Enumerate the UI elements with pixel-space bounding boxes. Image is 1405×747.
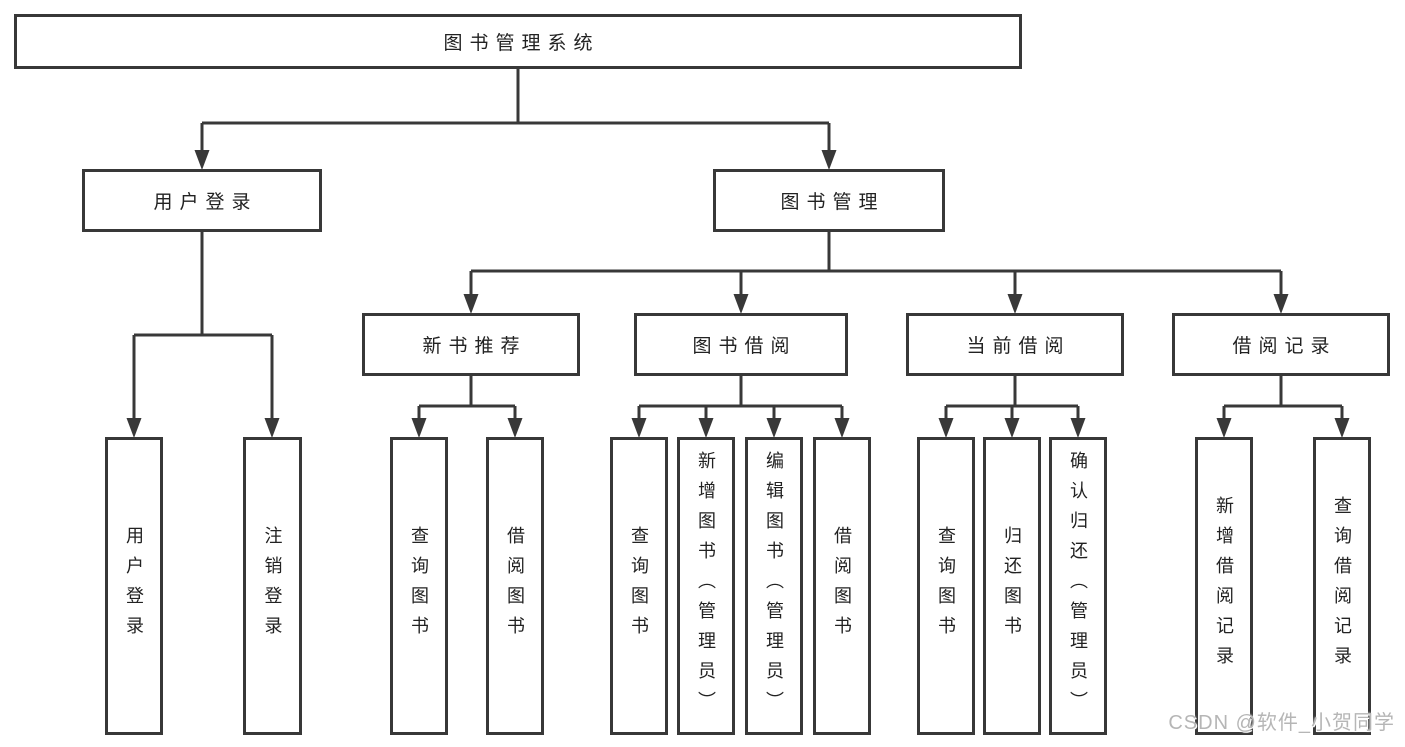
node-book-management: 图书管理: [713, 169, 945, 232]
node-user-login: 用户登录: [82, 169, 322, 232]
node-label: 归还图书: [1002, 526, 1022, 646]
leaf-user-login: 用户登录: [105, 437, 163, 735]
node-label: 新书推荐: [422, 336, 527, 357]
node-label: 借阅记录: [1232, 336, 1337, 357]
node-label: 新增借阅记录: [1214, 496, 1234, 676]
leaf-confirm-return-admin: 确认归还（管理员）: [1049, 437, 1107, 735]
node-label: 图书管理系统: [443, 33, 600, 54]
node-library-management-system: 图书管理系统: [14, 14, 1022, 69]
node-label: 查询图书: [629, 526, 649, 646]
node-label: 用户登录: [124, 526, 144, 646]
leaf-search-books-borrowing: 查询图书: [610, 437, 668, 735]
leaf-borrow-books-recommend: 借阅图书: [486, 437, 544, 735]
leaf-search-books-recommend: 查询图书: [390, 437, 448, 735]
node-label: 编辑图书（管理员）: [764, 451, 784, 721]
leaf-search-books-current: 查询图书: [917, 437, 975, 735]
leaf-edit-books-admin: 编辑图书（管理员）: [745, 437, 803, 735]
leaf-borrow-books: 借阅图书: [813, 437, 871, 735]
node-label: 查询图书: [936, 526, 956, 646]
node-label: 注销登录: [262, 526, 283, 646]
node-label: 当前借阅: [966, 336, 1071, 357]
node-current-borrowing: 当前借阅: [906, 313, 1124, 376]
leaf-search-borrow-record: 查询借阅记录: [1313, 437, 1371, 735]
leaf-add-borrow-record: 新增借阅记录: [1195, 437, 1253, 735]
leaf-return-books: 归还图书: [983, 437, 1041, 735]
node-label: 借阅图书: [832, 526, 852, 646]
node-label: 新增图书（管理员）: [696, 451, 716, 721]
leaf-add-books-admin: 新增图书（管理员）: [677, 437, 735, 735]
csdn-watermark: CSDN @软件_小贺同学: [1168, 712, 1395, 734]
node-label: 图书管理: [780, 192, 885, 213]
node-label: 确认归还（管理员）: [1068, 451, 1088, 721]
leaf-logout: 注销登录: [243, 437, 302, 735]
node-label: 查询图书: [409, 526, 429, 646]
node-label: 用户登录: [153, 192, 258, 213]
node-label: 借阅图书: [505, 526, 525, 646]
node-new-book-recommendation: 新书推荐: [362, 313, 580, 376]
node-label: 查询借阅记录: [1332, 496, 1352, 676]
node-label: 图书借阅: [692, 336, 797, 357]
node-borrowing-records: 借阅记录: [1172, 313, 1390, 376]
node-book-borrowing: 图书借阅: [634, 313, 848, 376]
